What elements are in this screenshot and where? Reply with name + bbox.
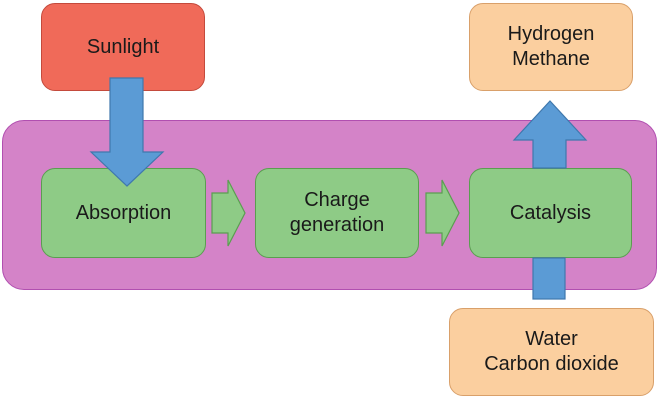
absorption-box: Absorption bbox=[41, 168, 206, 258]
reactants-box: Water Carbon dioxide bbox=[449, 308, 654, 396]
sunlight-label: Sunlight bbox=[86, 35, 160, 58]
charge-generation-label: Charge generation bbox=[289, 189, 385, 236]
products-label: Hydrogen Methane bbox=[507, 23, 595, 70]
sunlight-box: Sunlight bbox=[41, 3, 205, 91]
catalysis-box: Catalysis bbox=[469, 168, 632, 258]
catalysis-label: Catalysis bbox=[509, 201, 592, 224]
products-box: Hydrogen Methane bbox=[469, 3, 633, 91]
charge-generation-box: Charge generation bbox=[255, 168, 419, 258]
absorption-label: Absorption bbox=[75, 201, 172, 224]
reactants-label: Water Carbon dioxide bbox=[484, 328, 619, 375]
